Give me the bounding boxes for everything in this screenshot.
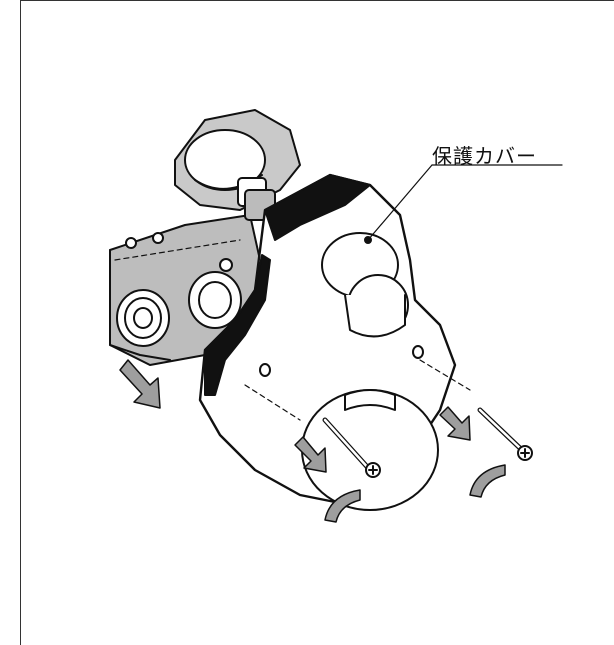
removal-arrows [119, 359, 471, 473]
callout-leader-line [367, 164, 433, 241]
screw-right [477, 407, 533, 461]
frame-top-border [20, 0, 614, 1]
frame-left-border [20, 0, 21, 645]
rotation-arrows [324, 464, 506, 523]
valve-top-inlet [174, 109, 301, 221]
protective-cover-label: 保護カバー [432, 144, 537, 168]
protective-cover [198, 173, 471, 511]
screw-left [322, 417, 381, 478]
callout-dot [364, 236, 372, 244]
valve-body-left [109, 214, 261, 366]
